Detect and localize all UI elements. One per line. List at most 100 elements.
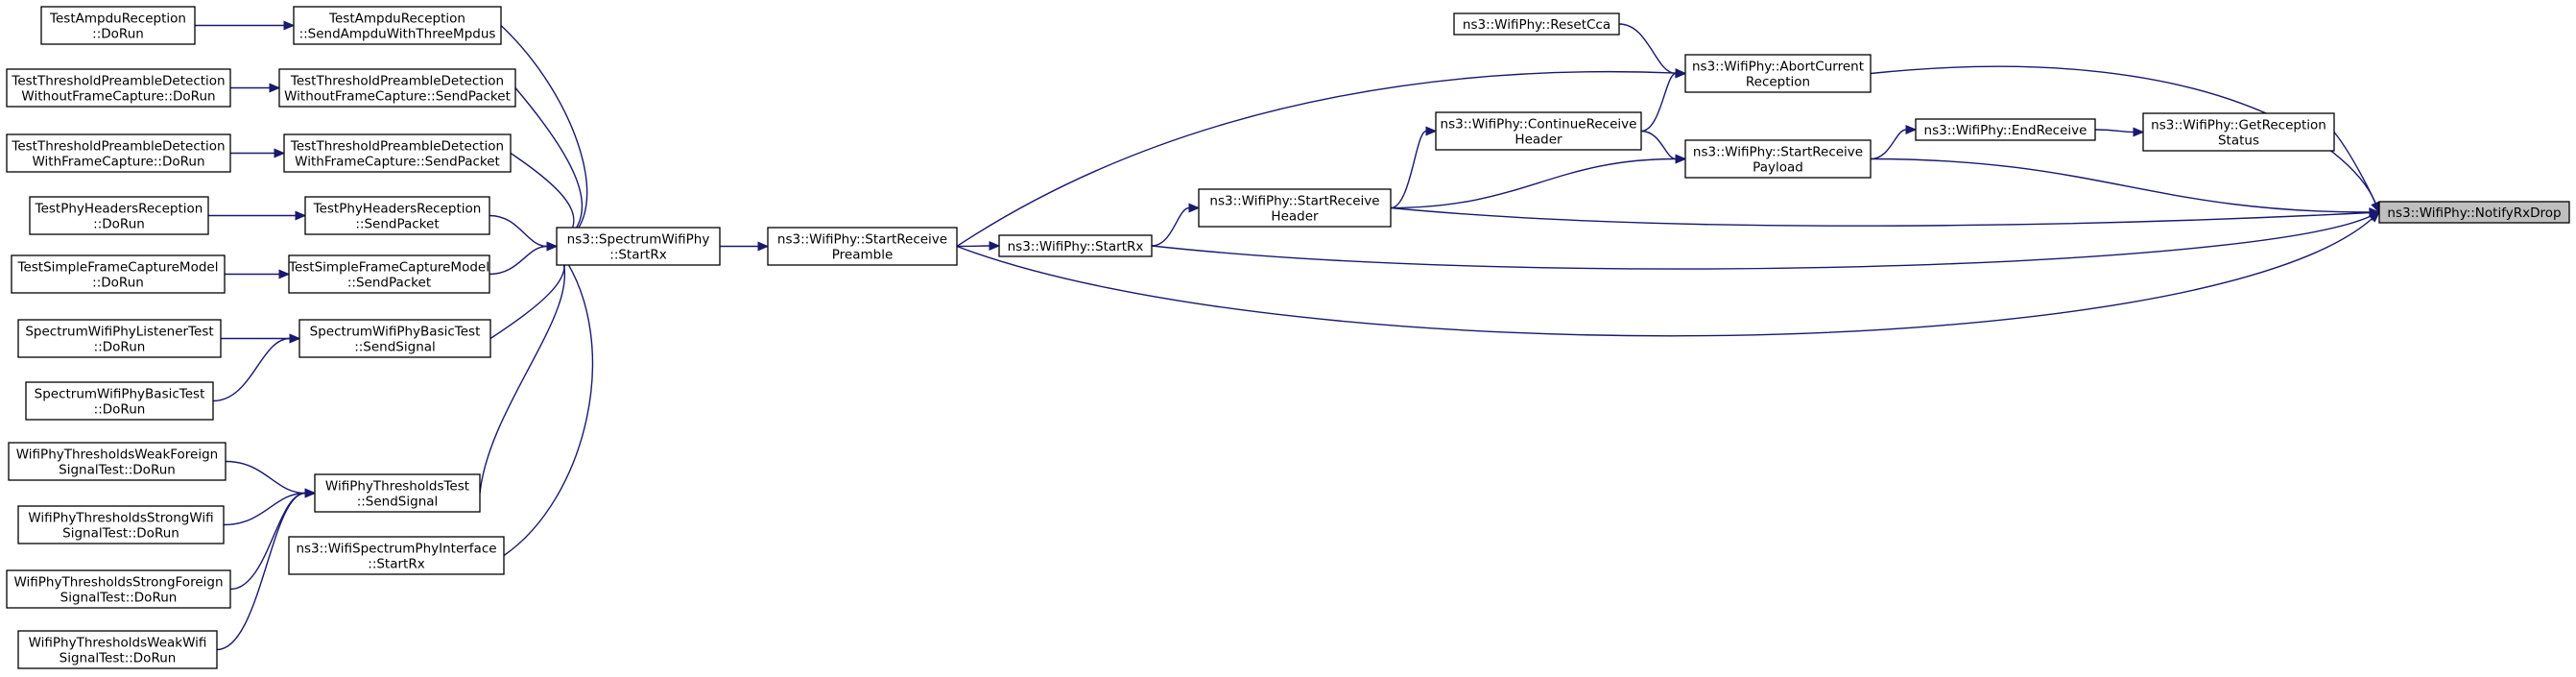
node-box: [298, 319, 491, 358]
node-n19[interactable]: ns3::SpectrumWifiPhy::StartRx: [556, 227, 721, 266]
nodes-layer: TestAmpduReception::DoRun TestAmpduRecept…: [6, 6, 2570, 669]
node-box: [2378, 201, 2570, 224]
arrowhead: [546, 241, 559, 252]
edge-n19-to-n20: [720, 241, 770, 252]
node-label-line: TestThresholdPreambleDetection: [11, 74, 225, 89]
edge-n3-to-n19: [514, 87, 584, 248]
edge-line: [500, 24, 588, 242]
node-box: [1684, 54, 1872, 93]
node-label-line: TestThresholdPreambleDetection: [290, 139, 504, 155]
node-label-line: ::StartRx: [609, 248, 666, 263]
node-label-line: WithoutFrameCapture::SendPacket: [284, 89, 511, 105]
arrowhead: [1675, 154, 1687, 164]
node-n1[interactable]: TestAmpduReception::SendAmpduWithThreeMp…: [293, 6, 502, 45]
node-label-line: ns3::WifiPhy::EndReceive: [1924, 123, 2087, 138]
node-label-line: TestAmpduReception: [328, 12, 465, 27]
node-n7[interactable]: TestPhyHeadersReception::SendPacket: [304, 196, 490, 235]
node-label-line: WifiPhyThresholdsStrongWifi: [28, 511, 213, 526]
node-n8[interactable]: TestSimpleFrameCaptureModel::DoRun: [11, 254, 226, 294]
node-label-line: ::DoRun: [94, 402, 146, 418]
node-label-line: Payload: [1753, 160, 1803, 176]
edge-line: [2094, 129, 2135, 133]
edge-n6-to-n7: [208, 210, 307, 221]
edge-line: [956, 218, 2373, 337]
edge-n11-to-n19: [489, 245, 566, 340]
node-n9[interactable]: TestSimpleFrameCaptureModel::SendPacket: [288, 254, 490, 294]
node-label-line: SignalTest::DoRun: [59, 463, 176, 478]
node-n17[interactable]: WifiPhyThresholdsWeakWifiSignalTest::DoR…: [17, 630, 218, 669]
arrowhead: [289, 333, 301, 344]
edge-line: [216, 492, 306, 651]
node-n0[interactable]: TestAmpduReception::DoRun: [40, 6, 196, 45]
node-label-line: ::SendAmpduWithThreeMpdus: [299, 27, 496, 42]
node-n12[interactable]: SpectrumWifiPhyBasicTest::DoRun: [25, 381, 214, 421]
node-n11[interactable]: SpectrumWifiPhyBasicTest::SendSignal: [298, 319, 491, 358]
node-n4[interactable]: TestThresholdPreambleDetectionWithFrameC…: [6, 133, 231, 173]
node-label-line: SpectrumWifiPhyBasicTest: [310, 325, 481, 340]
node-label-line: ns3::WifiPhy::ResetCca: [1463, 17, 1610, 33]
edge-n12-to-n11: [212, 333, 301, 402]
node-n2[interactable]: TestThresholdPreambleDetectionWithoutFra…: [6, 68, 231, 108]
edge-line: [1151, 215, 2372, 270]
edge-n20-to-n29: [956, 211, 2380, 337]
arrowhead: [1675, 68, 1687, 79]
node-n6[interactable]: TestPhyHeadersReception::DoRun: [29, 196, 209, 235]
edge-line: [956, 70, 1677, 248]
edge-n8-to-n9: [224, 269, 291, 279]
node-label-line: WithoutFrameCapture::DoRun: [21, 89, 215, 105]
node-label-line: TestSimpleFrameCaptureModel: [17, 260, 219, 276]
node-n21[interactable]: ns3::WifiPhy::StartRx: [998, 234, 1153, 257]
edge-n24-to-n25: [1618, 23, 1687, 79]
node-box: [288, 536, 505, 575]
node-box: [25, 381, 214, 421]
node-label-line: ns3::WifiPhy::GetReception: [2151, 118, 2326, 133]
node-n18[interactable]: ns3::WifiSpectrumPhyInterface::StartRx: [288, 536, 505, 575]
node-box: [1915, 118, 2096, 141]
node-label-line: ::DoRun: [92, 276, 144, 291]
edge-n23-to-n26: [1640, 130, 1687, 164]
edge-n27-to-n28: [2094, 127, 2145, 137]
node-n14[interactable]: WifiPhyThresholdsTest::SendSignal: [314, 473, 481, 513]
node-box: [40, 6, 196, 45]
node-label-line: ns3::WifiPhy::ContinueReceive: [1441, 117, 1637, 133]
node-label-line: WifiPhyThresholdsStrongForeign: [13, 575, 223, 591]
node-label-line: ::StartRx: [368, 557, 424, 572]
edge-line: [479, 254, 566, 494]
node-label-line: WifiPhyThresholdsWeakWifi: [29, 636, 207, 651]
edge-n9-to-n19: [489, 241, 559, 276]
node-n24[interactable]: ns3::WifiPhy::ResetCca: [1453, 12, 1620, 36]
edge-n22-to-n29: [1390, 206, 2381, 227]
edge-n22-to-n23: [1390, 126, 1438, 209]
node-label-line: Reception: [1746, 75, 1810, 90]
edge-line: [503, 254, 594, 557]
node-n3[interactable]: TestThresholdPreambleDetectionWithoutFra…: [278, 68, 516, 108]
node-n10[interactable]: SpectrumWifiPhyListenerTest::DoRun: [17, 319, 222, 358]
edge-line: [1390, 130, 1427, 209]
node-box: [293, 6, 502, 45]
node-n13[interactable]: WifiPhyThresholdsWeakForeignSignalTest::…: [8, 442, 227, 481]
node-n16[interactable]: WifiPhyThresholdsStrongForeignSignalTest…: [6, 569, 231, 609]
node-box: [6, 133, 231, 173]
edge-n14-to-n19: [479, 245, 566, 494]
node-n5[interactable]: TestThresholdPreambleDetectionWithFrameC…: [283, 133, 512, 173]
node-label-line: SpectrumWifiPhyBasicTest: [35, 387, 205, 402]
arrowhead: [1905, 125, 1918, 134]
node-n15[interactable]: WifiPhyThresholdsStrongWifiSignalTest::D…: [17, 505, 225, 544]
edge-n20-to-n21: [956, 241, 1001, 251]
node-n27[interactable]: ns3::WifiPhy::EndReceive: [1915, 118, 2096, 141]
node-label-line: ::DoRun: [94, 340, 146, 355]
edge-n13-to-n14: [225, 460, 317, 498]
node-label-line: Header: [1515, 133, 1562, 148]
node-label-line: ns3::WifiPhy::StartRx: [1008, 239, 1144, 254]
node-box: [6, 68, 231, 108]
edges-layer: [195, 20, 2381, 651]
edge-n28-to-n29: [2333, 132, 2380, 214]
edge-line: [1640, 130, 1677, 160]
node-n29[interactable]: ns3::WifiPhy::NotifyRxDrop: [2378, 201, 2570, 224]
